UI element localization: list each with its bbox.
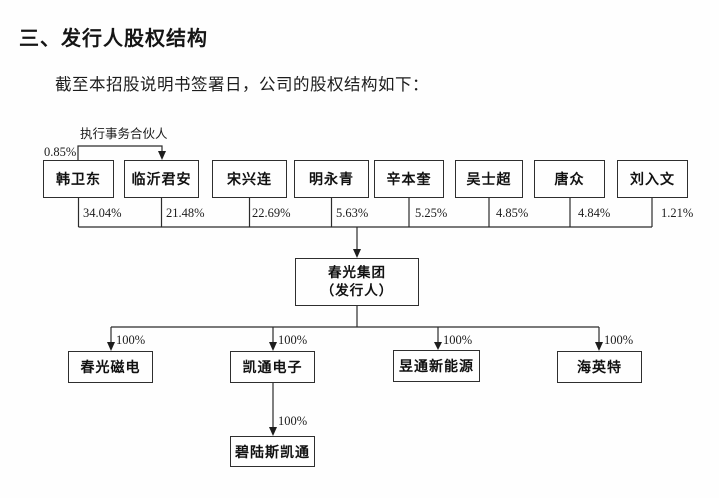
shareholder-box-3: 明永青 [294, 160, 369, 198]
shareholder-box-4: 辛本奎 [374, 160, 444, 198]
shareholder-box-6: 唐众 [534, 160, 605, 198]
shareholder-percent-2: 22.69% [252, 206, 291, 220]
issuer-subtitle: （发行人） [320, 283, 394, 298]
shareholder-box-1: 临沂君安 [124, 160, 199, 198]
shareholder-percent-5: 4.85% [496, 206, 529, 220]
subsidiary-percent-3: 100% [604, 333, 634, 347]
shareholder-box-2: 宋兴连 [212, 160, 287, 198]
subsidiary-box-3: 海英特 [557, 351, 642, 383]
section-heading: 三、发行人股权结构 [19, 28, 208, 50]
shareholder-box-5: 吴士超 [455, 160, 523, 198]
subsidiary-percent-1: 100% [278, 333, 308, 347]
executive-partner-label: 执行事务合伙人 [80, 127, 168, 141]
executive-partner-percent: 0.85% [44, 145, 77, 159]
shareholder-percent-6: 4.84% [578, 206, 611, 220]
shareholder-percent-4: 5.25% [415, 206, 448, 220]
issuer-name: 春光集团 [328, 264, 386, 280]
subsidiary-box-0: 春光磁电 [68, 351, 153, 383]
subsidiary-percent-0: 100% [116, 333, 146, 347]
shareholder-box-0: 韩卫东 [43, 160, 114, 198]
second-tier-percent: 100% [278, 414, 308, 428]
shareholder-percent-3: 5.63% [336, 206, 369, 220]
second-tier-subsidiary-box: 碧陆斯凯通 [230, 436, 315, 467]
intro-paragraph: 截至本招股说明书签署日，公司的股权结构如下： [55, 75, 429, 94]
shareholder-percent-7: 1.21% [661, 206, 694, 220]
subsidiary-box-1: 凯通电子 [230, 351, 315, 383]
shareholder-box-7: 刘入文 [617, 160, 688, 198]
issuer-box: 春光集团 （发行人） [295, 258, 419, 306]
shareholder-percent-0: 34.04% [83, 206, 122, 220]
shareholder-percent-1: 21.48% [166, 206, 205, 220]
subsidiary-percent-2: 100% [443, 333, 473, 347]
subsidiary-box-2: 昱通新能源 [393, 350, 480, 382]
